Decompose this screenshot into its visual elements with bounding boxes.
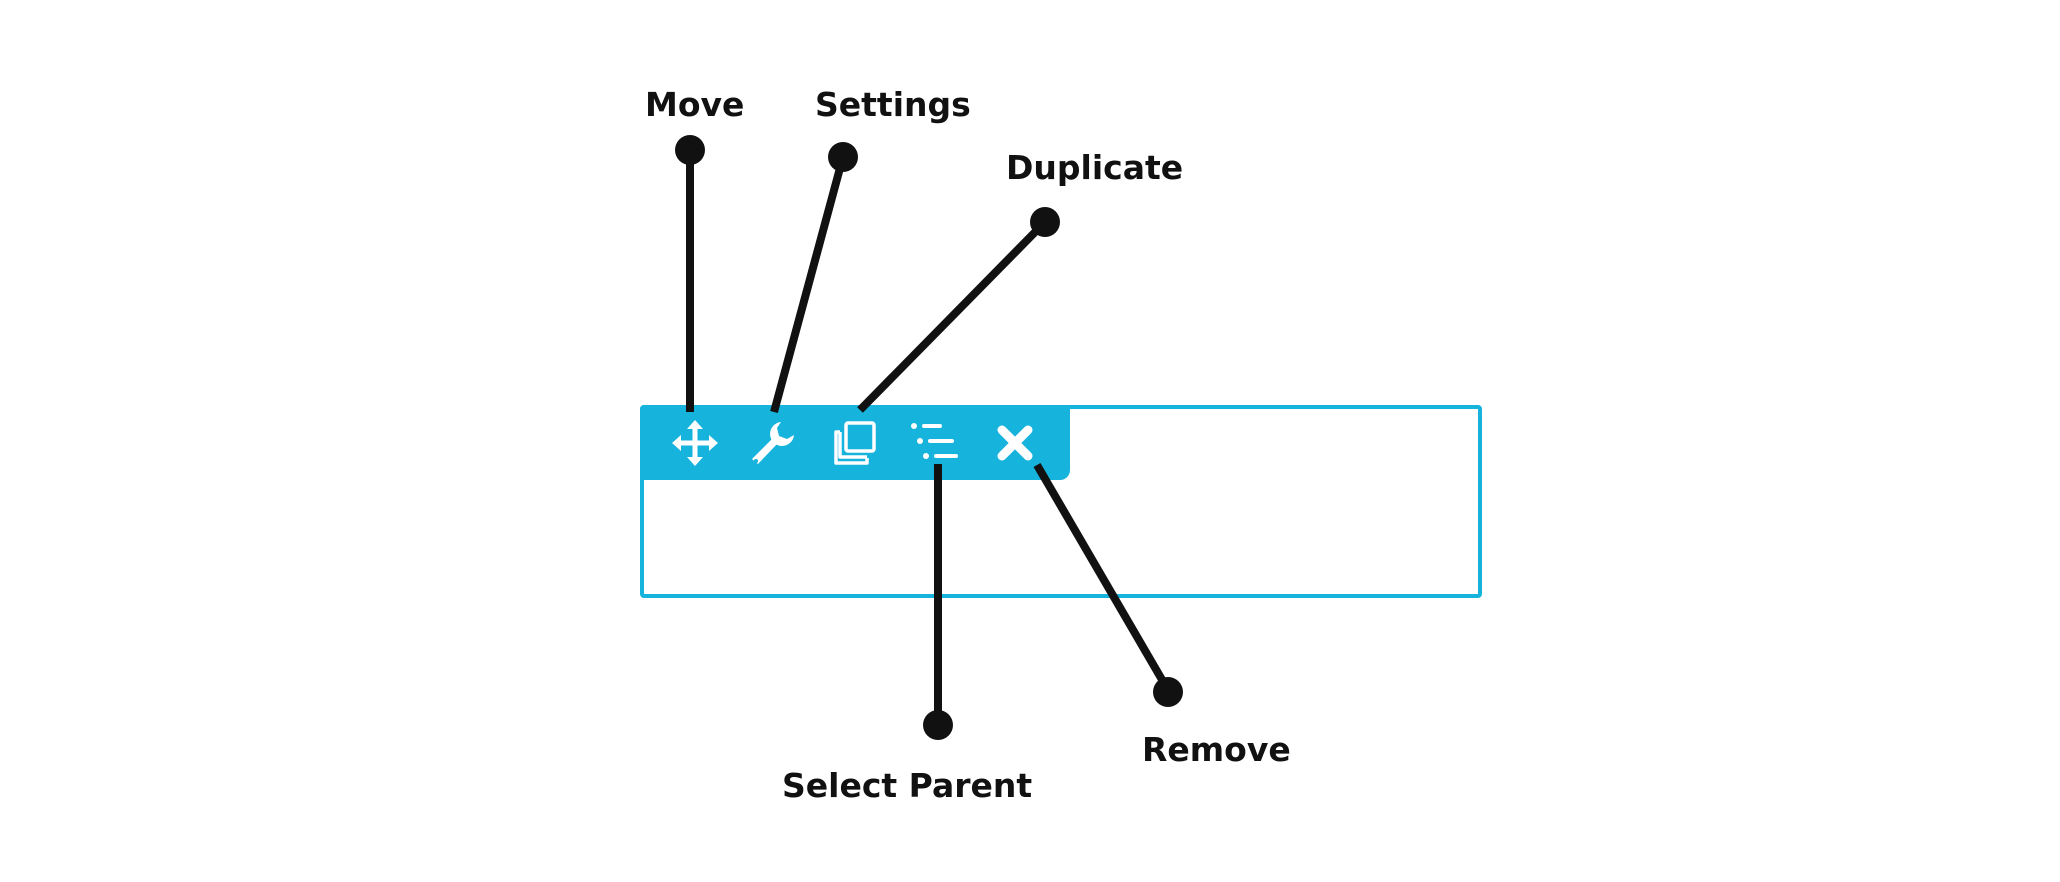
settings-leader-dot <box>828 142 858 172</box>
wrench-icon <box>752 421 794 464</box>
duplicate-label: Duplicate <box>1006 148 1184 187</box>
remove-button[interactable] <box>985 405 1045 480</box>
duplicate-button[interactable] <box>825 405 885 480</box>
settings-button[interactable] <box>743 405 803 480</box>
close-icon <box>997 425 1033 460</box>
move-icon <box>672 419 718 466</box>
select-parent-icon <box>911 422 958 459</box>
select-parent-button[interactable] <box>905 405 965 480</box>
duplicate-leader-line <box>857 219 1048 413</box>
duplicate-leader-dot <box>1030 207 1060 237</box>
move-leader-dot <box>675 135 705 165</box>
move-button[interactable] <box>665 405 725 480</box>
remove-label: Remove <box>1142 730 1291 769</box>
select-parent-leader-dot <box>923 710 953 740</box>
select-parent-label: Select Parent <box>782 766 1033 805</box>
duplicate-icon <box>834 420 876 465</box>
move-label: Move <box>645 85 745 124</box>
settings-label: Settings <box>815 85 971 124</box>
remove-leader-dot <box>1153 677 1183 707</box>
settings-leader-line <box>770 155 847 414</box>
